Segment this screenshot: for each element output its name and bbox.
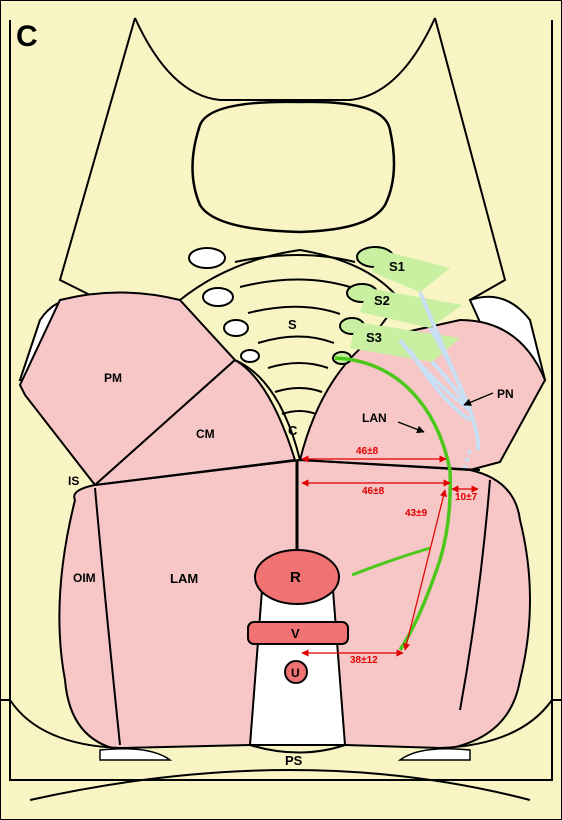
sacral-body bbox=[193, 102, 395, 232]
label-ischial-spine: IS bbox=[68, 474, 79, 488]
label-s1: S1 bbox=[389, 259, 405, 274]
measure-label-lower: 46±8 bbox=[362, 486, 385, 497]
label-piriformis: PM bbox=[104, 371, 122, 385]
panel-letter: C bbox=[16, 20, 38, 53]
label-obturator-internus: OIM bbox=[73, 571, 96, 585]
label-rectum: R bbox=[290, 569, 301, 586]
label-sacrum: S bbox=[288, 317, 297, 332]
label-s2: S2 bbox=[374, 293, 390, 308]
measure-label-lateral: 10±7 bbox=[455, 492, 478, 503]
measure-label-diagonal: 43±9 bbox=[405, 508, 428, 519]
measure-label-upper: 46±8 bbox=[356, 446, 379, 457]
measure-label-anterior: 38±12 bbox=[350, 655, 378, 666]
label-coccygeus: CM bbox=[196, 427, 215, 441]
label-pubic-symphysis: PS bbox=[285, 753, 303, 768]
sacral-foramen-left-2 bbox=[203, 288, 233, 306]
label-pudendal-nerve: PN bbox=[497, 387, 514, 401]
label-vagina: V bbox=[291, 626, 300, 641]
label-urethra: U bbox=[291, 666, 300, 680]
label-levator-ani-nerve: LAN bbox=[362, 411, 387, 425]
sacral-foramen-left-4 bbox=[241, 350, 259, 362]
sacral-foramen-left-3 bbox=[224, 320, 248, 336]
sacral-foramen-left-1 bbox=[189, 248, 225, 268]
label-levator-ani-muscle: LAM bbox=[170, 571, 198, 586]
label-coccyx: C bbox=[288, 423, 298, 438]
label-s3: S3 bbox=[366, 330, 382, 345]
